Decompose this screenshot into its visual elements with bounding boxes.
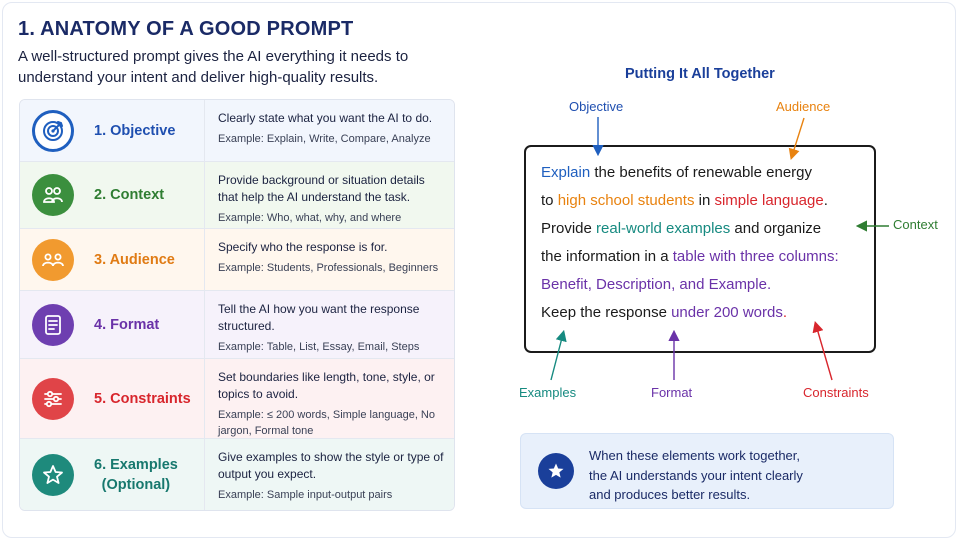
summary-line: the AI understands your intent clearly (589, 467, 803, 483)
element-example: Example: Explain, Write, Compare, Analyz… (218, 133, 431, 145)
prompt-constraint-span: under 200 words (671, 304, 783, 321)
element-label: 3. Audience (94, 251, 175, 268)
summary-text: When these elements work together, the A… (589, 446, 889, 505)
prompt-text: . (782, 304, 788, 321)
element-description: Clearly state what you want the AI to do… (218, 111, 433, 125)
prompt-line: Explain the benefits of renewable energy (541, 159, 864, 187)
element-detail-cell: Set boundaries like length, tone, style,… (205, 359, 454, 438)
example-prompt-box: Explain the benefits of renewable energy… (524, 145, 876, 353)
document-icon (32, 303, 74, 346)
prompt-constraint-span: simple language (714, 192, 824, 209)
prompt-line: Benefit, Description, and Example. (541, 271, 864, 299)
element-description: Set boundaries like length, tone, style,… (218, 370, 435, 401)
element-example: Example: Students, Professionals, Beginn… (218, 262, 439, 274)
element-description: Provide background or situation details … (218, 173, 425, 204)
prompt-text: in (694, 192, 715, 209)
prompt-objective-span: Explain (541, 164, 591, 181)
prompt-line: Provide real-world examples and organize (541, 215, 864, 243)
prompt-text: the benefits of renewable energy (590, 164, 813, 181)
element-detail-cell: Clearly state what you want the AI to do… (205, 100, 454, 161)
element-detail-cell: Tell the AI how you want the response st… (205, 291, 454, 358)
element-example: Example: Table, List, Essay, Email, Step… (218, 341, 420, 353)
element-label-cell: 6. Examples (Optional) (20, 439, 205, 510)
prompt-text: Keep the response (541, 304, 672, 321)
callout-objective: Objective (569, 99, 624, 114)
element-example: Example: Sample input-output pairs (218, 489, 393, 501)
prompt-audience-span: high school students (557, 192, 695, 209)
summary-line: and produces better results. (589, 487, 751, 502)
element-example: Example: Who, what, why, and where (218, 212, 402, 224)
prompt-line: Keep the response under 200 words. (541, 299, 864, 327)
element-detail-cell: Specify who the response is for. Example… (205, 229, 454, 290)
element-label-group: 6. Examples (Optional) (94, 455, 178, 495)
prompt-text: and organize (730, 220, 822, 237)
callout-audience: Audience (776, 99, 831, 114)
prompt-text: Provide (541, 220, 597, 237)
element-label-cell: 2. Context (20, 162, 205, 228)
callout-format: Format (651, 385, 693, 400)
element-label: 2. Context (94, 187, 165, 203)
element-label-cell: 4. Format (20, 291, 205, 358)
prompt-text: the information in a (541, 248, 673, 265)
element-row-context: 2. Context Provide background or situati… (20, 162, 454, 229)
summary-box: When these elements work together, the A… (520, 433, 894, 509)
people-context-icon (32, 174, 74, 216)
element-detail-cell: Give examples to show the style or type … (205, 439, 454, 510)
callout-examples: Examples (519, 385, 577, 400)
element-label-cell: 3. Audience (20, 229, 205, 290)
element-description: Tell the AI how you want the response st… (218, 302, 420, 333)
star-icon (538, 453, 574, 489)
element-description: Give examples to show the style or type … (218, 450, 444, 481)
element-description: Specify who the response is for. (218, 240, 388, 254)
together-title: Putting It All Together (625, 66, 775, 82)
audience-icon (32, 238, 74, 281)
prompt-text: to (541, 192, 558, 209)
element-row-audience: 3. Audience Specify who the response is … (20, 229, 454, 291)
page-subtitle: A well-structured prompt gives the AI ev… (18, 48, 409, 86)
elements-table: 1. Objective Clearly state what you want… (19, 99, 455, 511)
prompt-line: to high school students in simple langua… (541, 187, 864, 215)
element-row-constraints: 5. Constraints Set boundaries like lengt… (20, 359, 454, 439)
element-label: 4. Format (94, 316, 160, 333)
summary-line: When these elements work together, (589, 448, 801, 463)
target-icon (32, 109, 74, 152)
prompt-line: the information in a table with three co… (541, 243, 864, 271)
prompt-text: . (823, 192, 828, 209)
element-label: 6. Examples (94, 457, 178, 473)
element-row-objective: 1. Objective Clearly state what you want… (20, 100, 454, 162)
page-title: 1. ANATOMY OF A GOOD PROMPT (18, 18, 354, 40)
prompt-format-span: Benefit, Description, and Example. (541, 276, 772, 293)
element-label-cell: 1. Objective (20, 100, 205, 161)
callout-context: Context (893, 217, 938, 232)
prompt-examples-span: real-world examples (596, 220, 731, 237)
prompt-format-span: table with three columns: (672, 248, 839, 265)
element-detail-cell: Provide background or situation details … (205, 162, 454, 228)
element-label: 1. Objective (94, 122, 176, 139)
element-row-examples: 6. Examples (Optional) Give examples to … (20, 439, 454, 510)
callout-constraints: Constraints (803, 385, 869, 400)
sliders-icon (32, 377, 74, 420)
element-label-optional: (Optional) (101, 477, 171, 493)
element-row-format: 4. Format Tell the AI how you want the r… (20, 291, 454, 359)
element-label: 5. Constraints (94, 390, 191, 407)
element-example: Example: ≤ 200 words, Simple language, N… (218, 409, 435, 437)
element-label-cell: 5. Constraints (20, 359, 205, 438)
star-icon (32, 454, 74, 496)
